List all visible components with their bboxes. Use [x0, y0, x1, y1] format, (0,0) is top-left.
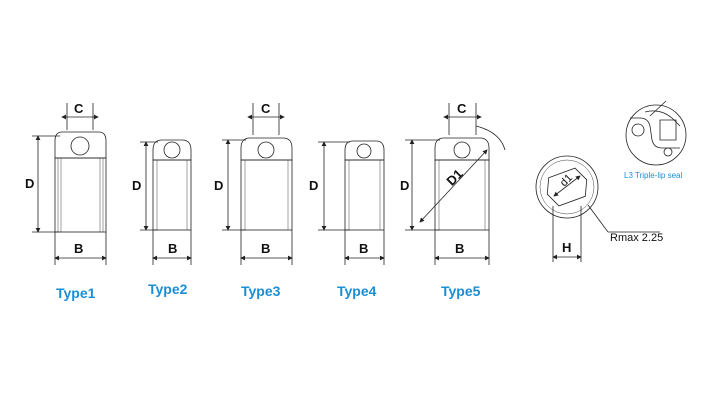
- d-label: D: [214, 178, 223, 193]
- type3-label: Type3: [241, 283, 281, 299]
- d1-inner-label: d1: [558, 172, 575, 189]
- rmax-label: Rmax 2.25: [610, 232, 663, 244]
- type5-bearing: C D1 D B Type5: [400, 101, 506, 299]
- d-label: D: [25, 176, 34, 191]
- h-label: H: [562, 240, 571, 255]
- type2-bearing: D B Type2: [132, 139, 192, 297]
- d-label: D: [309, 178, 318, 193]
- type3-bearing: C D B Type3: [214, 101, 293, 299]
- b-label: B: [359, 241, 368, 256]
- c-label: C: [261, 101, 271, 116]
- d-label: D: [132, 178, 141, 193]
- type5-label: Type5: [441, 283, 481, 299]
- type4-bearing: D B Type4: [309, 140, 385, 299]
- b-label: B: [168, 241, 177, 256]
- type1-bearing: C D B Type1: [25, 101, 107, 301]
- type2-label: Type2: [148, 281, 188, 297]
- c-label: C: [74, 101, 84, 116]
- b-label: B: [261, 241, 270, 256]
- c-label: C: [457, 101, 467, 116]
- type1-label: Type1: [56, 285, 96, 301]
- d1-outer-label: D1: [443, 166, 465, 188]
- type4-label: Type4: [337, 283, 377, 299]
- seal-label: L3 Triple-lip seal: [624, 171, 682, 180]
- d-label: D: [400, 178, 409, 193]
- b-label: B: [74, 241, 83, 256]
- seal-detail: L3 Triple-lip seal: [624, 100, 687, 180]
- b-label: B: [455, 241, 464, 256]
